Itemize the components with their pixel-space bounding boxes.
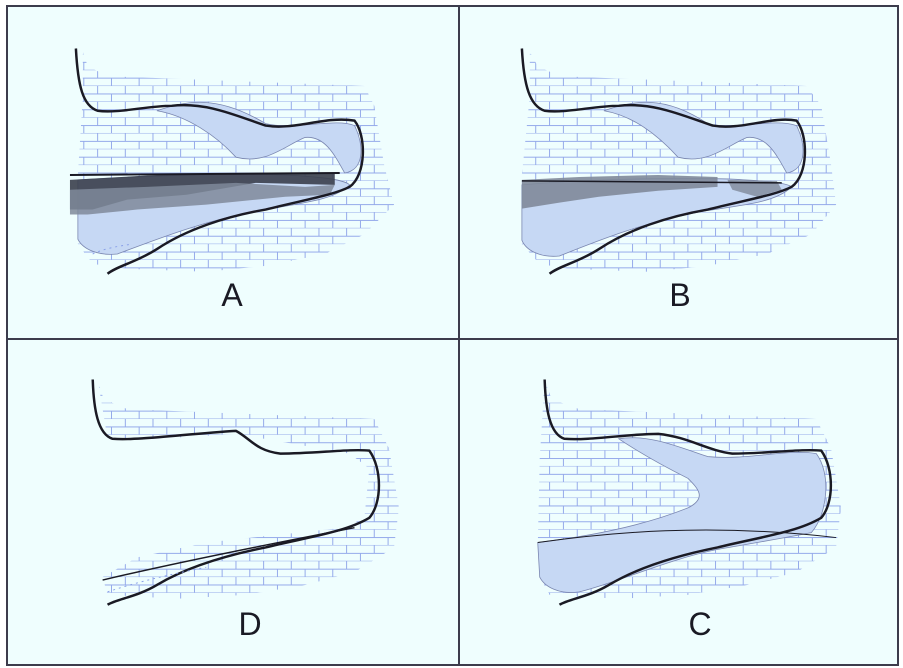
panel-b: B [458, 5, 899, 340]
panel-d: D [6, 338, 460, 666]
panel-label: C [680, 608, 720, 640]
panel-label: B [660, 279, 700, 311]
panel-c: C [458, 338, 899, 666]
bedrock-hatch [98, 380, 399, 599]
panel-a: A [6, 5, 460, 340]
cave-profile-c [460, 340, 897, 664]
panel-label: D [230, 608, 270, 640]
panel-label: A [212, 279, 252, 311]
